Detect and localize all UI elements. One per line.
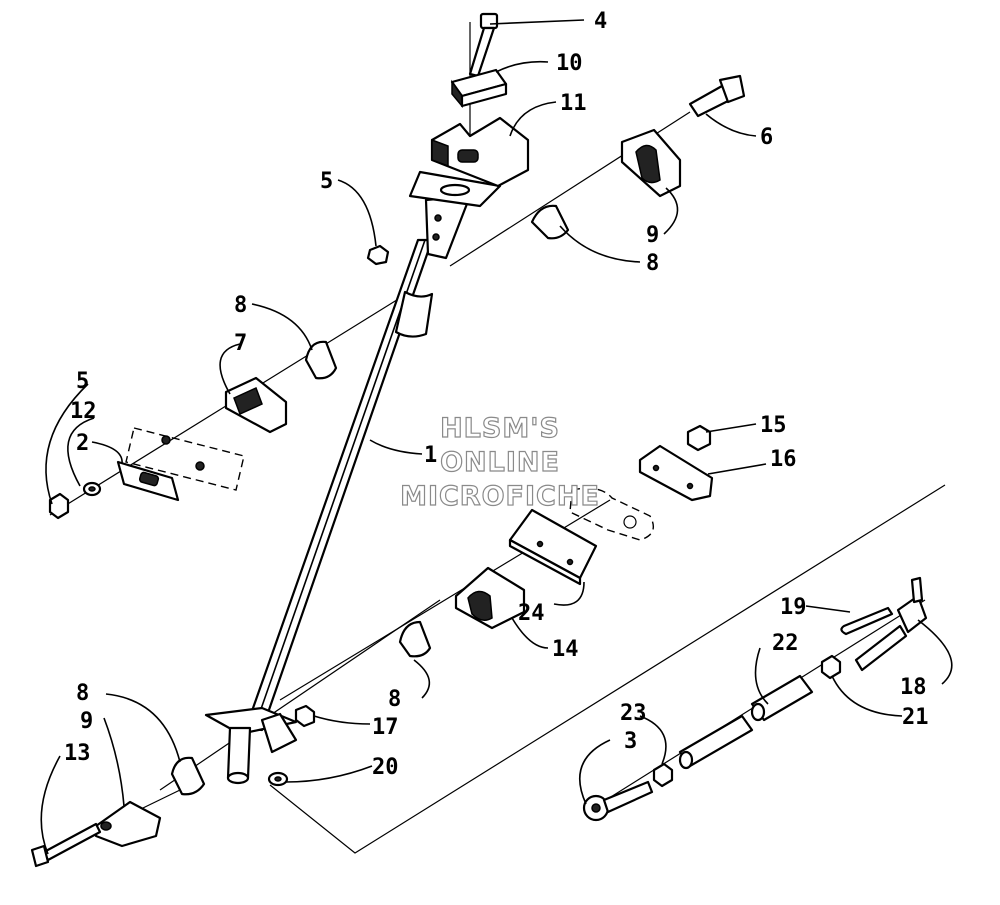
- callout-18: 18: [900, 675, 927, 700]
- washer-20: [267, 771, 289, 787]
- callout-13: 13: [64, 741, 91, 766]
- callout-19: 19: [780, 595, 807, 620]
- axis-line-tie-rod: [269, 484, 946, 854]
- callouts: 4 10 11 6 5 9 8 8 7 5 12 2 1 15 16 24 14…: [64, 9, 929, 780]
- nut-15: [686, 424, 712, 452]
- watermark-line-2: ONLINE: [439, 446, 560, 478]
- callout-11: 11: [560, 91, 587, 116]
- bolt-6: [688, 74, 746, 118]
- callout-23: 23: [620, 701, 647, 726]
- callout-12: 12: [70, 399, 97, 424]
- bracket-9-upper: [620, 128, 682, 198]
- tie-rod-end-3: [582, 780, 654, 822]
- cotter-pin-19: [840, 606, 894, 636]
- jam-nut-23: [652, 762, 674, 788]
- leader-lines: [40, 19, 953, 855]
- nut-5-upper: [366, 244, 390, 266]
- axis-line-lower: [159, 599, 441, 791]
- cap-10: [450, 68, 508, 109]
- jam-nut-21: [820, 654, 842, 680]
- callout-3: 3: [624, 729, 637, 754]
- bracket-7: [224, 376, 288, 434]
- callout-10: 10: [556, 51, 583, 76]
- callout-9-upper: 9: [646, 223, 659, 248]
- bushing-8-left: [304, 340, 338, 380]
- callout-2: 2: [76, 431, 89, 456]
- callout-16: 16: [770, 447, 797, 472]
- callout-8-mid: 8: [388, 687, 401, 712]
- watermark-line-1: HLSM'S: [439, 412, 560, 444]
- callout-8-left: 8: [234, 293, 247, 318]
- clamp-11: [430, 116, 530, 188]
- bushing-8-mid: [398, 620, 432, 658]
- pitman-arm-outline: [569, 487, 654, 541]
- tie-rod-tube: [678, 714, 754, 770]
- plate-24: [508, 508, 598, 586]
- watermark: HLSM'S ONLINE MICROFICHE: [375, 412, 625, 514]
- steering-post: [204, 170, 502, 785]
- callout-9-lower: 9: [80, 709, 93, 734]
- frame-section: [125, 427, 245, 491]
- callout-24: 24: [518, 601, 545, 626]
- callout-5-upper: 5: [320, 169, 333, 194]
- washer-12: [82, 481, 102, 497]
- callout-21: 21: [902, 705, 929, 730]
- tie-rod-end-18: [854, 576, 928, 672]
- callout-1: 1: [424, 443, 437, 468]
- tie-rod-22: [750, 674, 814, 722]
- bushing-8-upper: [530, 204, 570, 240]
- nut-5-left: [48, 492, 70, 520]
- callout-7: 7: [234, 331, 247, 356]
- plate-2: [116, 460, 180, 502]
- callout-17: 17: [372, 715, 399, 740]
- callout-4: 4: [594, 9, 607, 34]
- bracket-9-lower: [94, 800, 162, 848]
- callout-20: 20: [372, 755, 399, 780]
- plate-16: [638, 444, 714, 502]
- nut-17: [294, 704, 316, 728]
- bushing-8-lower: [170, 756, 206, 796]
- callout-5-left: 5: [76, 369, 89, 394]
- callout-15: 15: [760, 413, 787, 438]
- callout-14: 14: [552, 637, 579, 662]
- bolt-13: [30, 822, 102, 868]
- watermark-line-3: MICROFICHE: [399, 480, 600, 512]
- callout-6: 6: [760, 125, 773, 150]
- bracket-14: [454, 566, 526, 630]
- callout-8-lower: 8: [76, 681, 89, 706]
- callout-22: 22: [772, 631, 799, 656]
- callout-8-upper: 8: [646, 251, 659, 276]
